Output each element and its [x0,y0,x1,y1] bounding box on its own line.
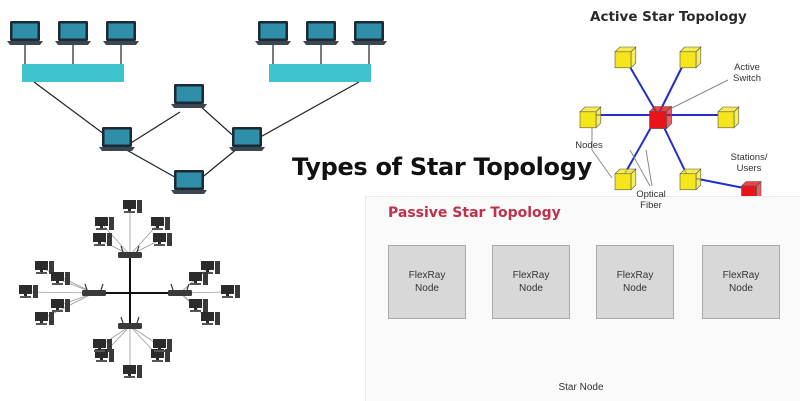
switch-annotation-line [671,79,729,109]
desktop-pc-icon [95,217,114,230]
desktop-pc-icon [153,233,172,246]
desktop-pc-icon [35,312,54,325]
stations-label-line1: Stations/ [730,152,768,163]
link-line [122,147,181,181]
desktop-pc-icon [123,200,142,213]
link-line [254,81,360,141]
laptop-icon [229,127,265,151]
desktop-pc-icon [151,217,170,230]
desktop-pc-icon [123,365,142,378]
node-cube [614,168,637,191]
fiber-annotation-line [629,149,651,187]
optical-fiber-label: Optical Fiber [630,189,672,211]
desktop-pc-icon [51,299,70,312]
link-line [122,111,181,149]
flexray-node-4-line2: Node [729,283,753,294]
nodes-annotation-line [591,149,613,179]
laptop-icon [255,21,291,45]
desktop-pc-icon [189,299,208,312]
laptop-icon [103,21,139,45]
flexray-node-2-line1: FlexRay [512,270,550,281]
flexray-node-4-line1: FlexRay [722,270,760,281]
laptop-icon [7,21,43,45]
desktop-pc-icon [151,349,170,362]
laptop-icon [303,21,339,45]
node-cube [717,106,740,129]
laptop-icon [171,84,207,108]
flexray-node-1-line1: FlexRay [408,270,446,281]
desktop-pc-icon [51,272,70,285]
laptop-icon [99,127,135,151]
desktop-pc-icon [35,261,54,274]
laptop-icon [55,21,91,45]
router-icon [118,316,142,329]
active-switch-cube [648,105,673,130]
main-title: Types of Star Topology [292,153,592,181]
desktop-pc-icon [19,285,38,298]
extended-star-diagram [19,200,240,378]
desktop-pc-icon [93,233,112,246]
link-line [198,147,239,181]
flexray-node-1-line2: Node [415,283,439,294]
active-switch-label-line2: Switch [733,73,761,84]
stations-label-line2: Users [736,163,762,174]
nodes-label: Nodes [575,140,603,151]
router-icon [118,245,142,258]
laptop-icon [351,21,387,45]
left-hub [22,64,124,82]
optical-fiber-label-line1: Optical [636,189,666,200]
desktop-pc-icon [221,285,240,298]
node-cube [679,46,702,69]
node-cube [679,168,702,191]
active-switch-label-line1: Active [734,62,760,73]
desktop-pc-icon [201,312,220,325]
laptop-icon [171,170,207,194]
fiber-annotation-line [645,149,653,187]
active-switch-label: Active Switch [724,62,770,84]
link-line [33,81,113,141]
link-line [198,104,239,141]
desktop-pc-icon [95,349,114,362]
node-cube [579,106,602,129]
hierarchical-star-diagram [7,21,387,194]
flexray-node-3-line2: Node [623,283,647,294]
passive-star-title: Passive Star Topology [388,205,561,221]
desktop-pc-icon [93,339,112,352]
node-cube [614,46,637,69]
desktop-pc-icon [189,272,208,285]
stations-label: Stations/ Users [722,152,776,174]
right-hub [269,64,371,82]
optical-fiber-label-line2: Fiber [640,200,662,211]
active-star-title: Active Star Topology [590,9,747,25]
star-node-label: Star Node [558,382,604,393]
desktop-pc-icon [153,339,172,352]
active-star-diagram [579,46,762,202]
router-icon [82,283,106,296]
router-icon [168,283,192,296]
flexray-node-2-line2: Node [519,283,543,294]
flexray-node-3-line1: FlexRay [616,270,654,281]
